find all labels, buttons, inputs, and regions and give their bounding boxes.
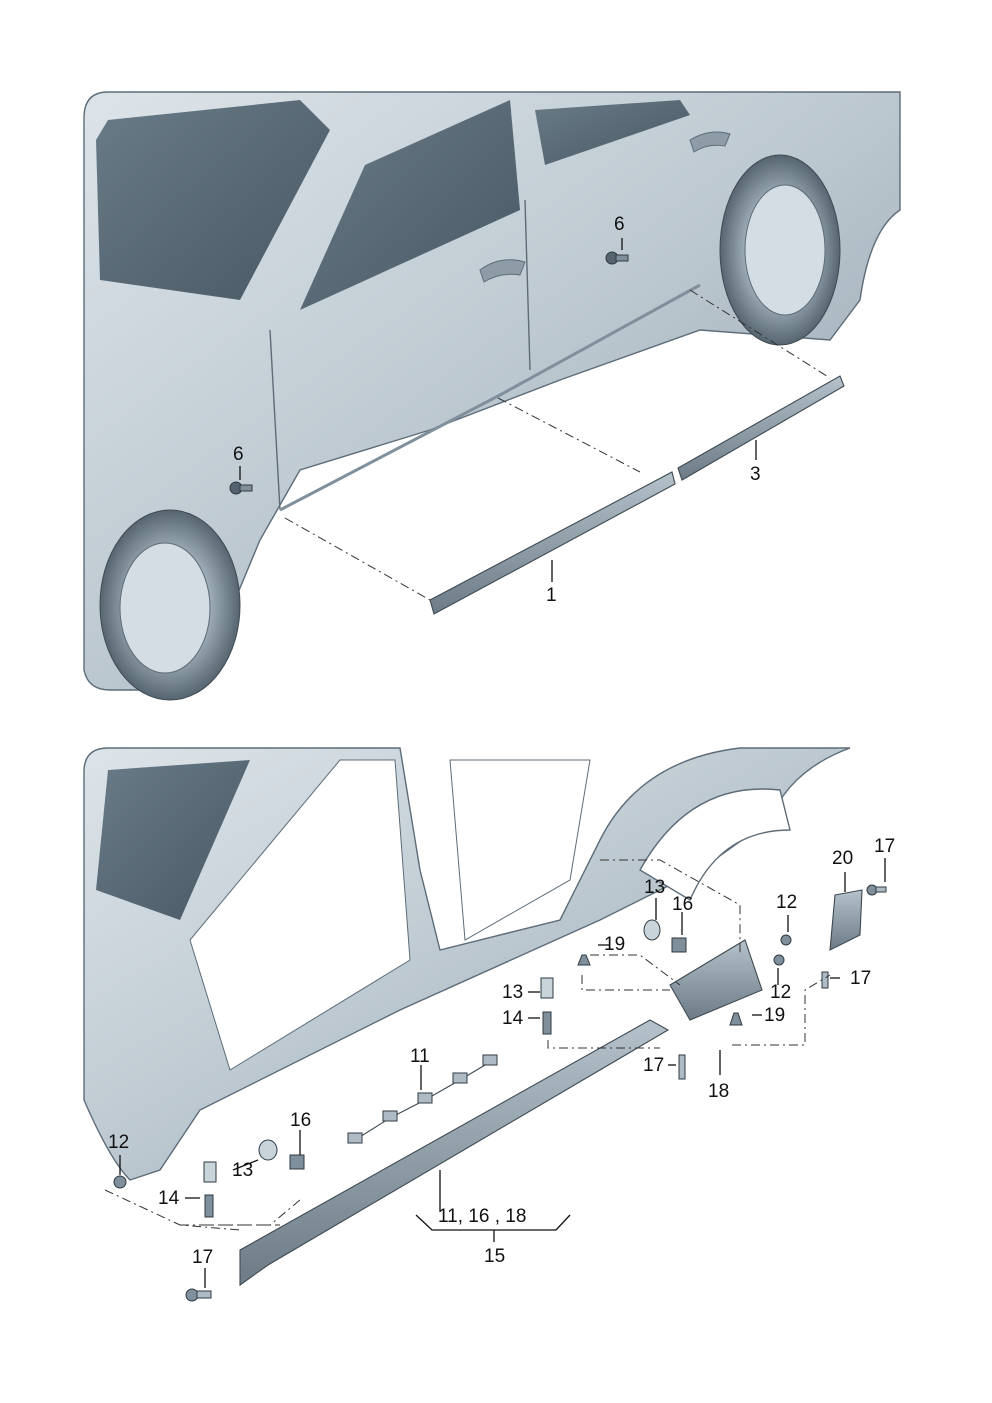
callout-12-mid: 12: [770, 982, 791, 1003]
door-belt-line: [279, 283, 701, 512]
callout-12-left: 12: [108, 1132, 129, 1153]
rear-door-opening: [449, 759, 591, 941]
callout-19-right: 19: [764, 1005, 785, 1026]
callout-6-rear: 6: [614, 214, 625, 235]
windscreen: [96, 100, 330, 300]
nut-13-lower-icon: [203, 1161, 217, 1183]
rear-wheel-arch: [639, 788, 791, 902]
callout-13-mid: 13: [502, 982, 523, 1003]
bolt-6-rear-icon: [605, 251, 629, 265]
front-window: [300, 100, 520, 310]
bolt-14-mid-icon: [542, 1011, 552, 1035]
callout-13-top: 13: [644, 877, 665, 898]
expansion-nut-13-icon: [643, 919, 661, 941]
callout-13-left: 13: [232, 1160, 253, 1181]
rear-rim: [744, 184, 826, 316]
top-panel-car-exterior: 6 6 3 1: [83, 91, 901, 701]
bottom-panel-sill-assembly: 20 17 13 16 19 12 12 17 13 14 19 11 17 1…: [83, 747, 895, 1302]
rear-door-handle: [689, 131, 731, 153]
rivet-12-lower-icon: [773, 954, 785, 966]
clip-16-left-icon: [289, 1154, 305, 1170]
rivet-12-left-icon: [113, 1175, 127, 1189]
plug-19-icon: [577, 954, 591, 966]
rear-trim-part-18: [669, 939, 763, 1021]
bracket-part-20: [829, 889, 863, 951]
plug-19-right-icon: [729, 1012, 743, 1026]
nut-13-left-icon: [258, 1139, 278, 1161]
sill-panel-part-15: [239, 1019, 670, 1287]
door-seam-front: [269, 329, 281, 511]
screw-17-bottom-icon: [185, 1288, 212, 1302]
door-seam-middle: [524, 199, 531, 371]
callout-19-top: 19: [604, 934, 625, 955]
callout-20: 20: [832, 848, 853, 869]
callout-group-label: 11, 16 , 18: [438, 1206, 526, 1227]
clip-strip-part-11: [347, 1054, 498, 1144]
trim-strip-part-3: [677, 375, 845, 481]
callout-17-top: 17: [874, 836, 895, 857]
callout-3: 3: [750, 464, 761, 485]
bolt-14-left-icon: [204, 1194, 214, 1218]
trim-strip-part-1: [429, 471, 676, 615]
callout-15: 15: [484, 1246, 505, 1267]
callout-17-right: 17: [850, 968, 871, 989]
screw-17-right-icon: [821, 971, 829, 989]
callout-12-top: 12: [776, 892, 797, 913]
front-rim: [119, 542, 211, 674]
rear-window: [535, 100, 690, 165]
callout-16-top: 16: [672, 894, 693, 915]
callout-18: 18: [708, 1081, 729, 1102]
callout-6-front: 6: [233, 444, 244, 465]
callout-17-mid: 17: [643, 1055, 664, 1076]
rivet-12-top-icon: [780, 934, 792, 946]
front-glass-bottom: [96, 760, 250, 920]
nut-13-mid-icon: [540, 977, 554, 999]
callout-14-left: 14: [158, 1188, 180, 1209]
callout-1: 1: [546, 585, 557, 606]
callout-11: 11: [410, 1046, 430, 1067]
callout-14-mid: 14: [502, 1008, 524, 1029]
callout-17-bottom: 17: [192, 1247, 213, 1268]
clip-16-icon: [671, 937, 687, 953]
front-door-handle: [479, 259, 526, 283]
bolt-6-front-icon: [229, 481, 253, 495]
callout-16-left: 16: [290, 1110, 311, 1131]
screw-17-mid-icon: [678, 1054, 686, 1080]
door-opening: [189, 759, 411, 1071]
screw-17-top-icon: [866, 884, 887, 896]
